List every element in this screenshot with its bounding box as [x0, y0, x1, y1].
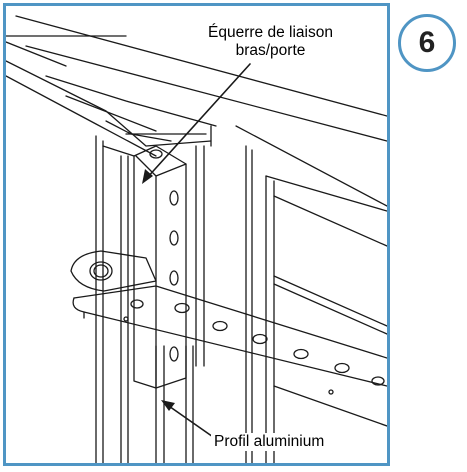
bracket: [102, 145, 187, 389]
technical-drawing: [6, 15, 387, 463]
aluminium-profile: [95, 135, 205, 463]
pivot-lug: [70, 250, 157, 292]
leader-arrows: [145, 63, 251, 440]
arrowheads: [142, 169, 175, 411]
profile-label: Profil aluminium: [211, 433, 328, 451]
bracket-label-line1: Équerre de liaison: [208, 24, 333, 41]
bracket-label: Équerre de liaison bras/porte: [208, 24, 333, 60]
perforated-arm: [72, 285, 387, 395]
door-panel-lines: [6, 35, 387, 463]
illustration-frame: Équerre de liaison bras/porte Profil alu…: [3, 3, 390, 466]
step-number-badge: 6: [398, 14, 456, 72]
bracket-label-line2: bras/porte: [235, 42, 306, 59]
